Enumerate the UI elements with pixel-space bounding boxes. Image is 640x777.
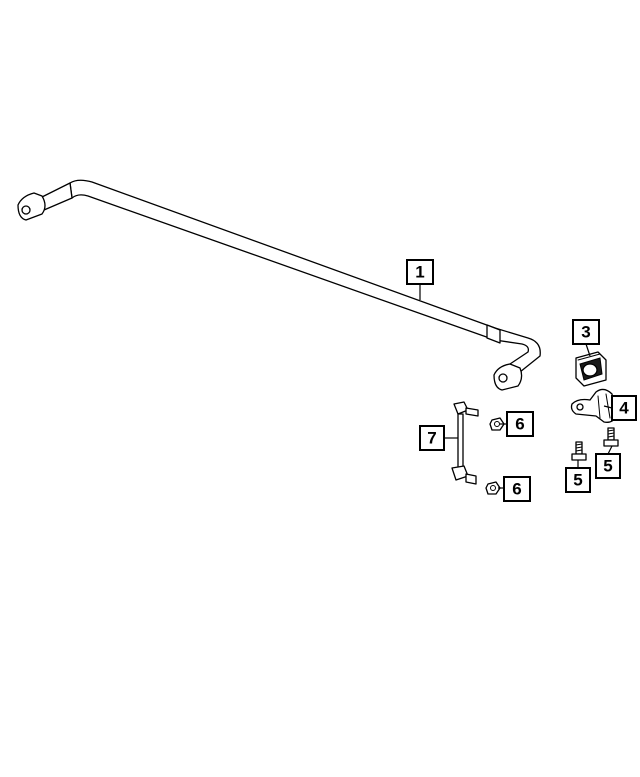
- nut-upper: [489, 417, 505, 431]
- callout-1: 1: [406, 259, 434, 285]
- callout-7: 7: [419, 425, 445, 451]
- leader-lines: [419, 284, 613, 489]
- callout-3-label: 3: [581, 323, 590, 342]
- callout-3: 3: [572, 319, 600, 345]
- callout-7-label: 7: [427, 429, 436, 448]
- callout-6-upper-label: 6: [515, 415, 524, 434]
- retainer-bracket: [570, 388, 617, 423]
- stabilizer-link: [451, 401, 479, 485]
- callout-4: 4: [611, 395, 637, 421]
- callout-6-upper: 6: [506, 411, 534, 437]
- bolt-right: [603, 427, 619, 447]
- callout-5-right: 5: [595, 453, 621, 479]
- callout-5-left-label: 5: [573, 471, 582, 490]
- callout-1-label: 1: [415, 263, 424, 282]
- callout-4-label: 4: [619, 399, 629, 418]
- bushing: [575, 351, 607, 387]
- nut-lower: [485, 481, 501, 495]
- callout-6-lower-label: 6: [512, 480, 521, 499]
- callout-5-left: 5: [565, 467, 591, 493]
- bolt-left: [571, 441, 587, 461]
- callout-6-lower: 6: [503, 476, 531, 502]
- stabilizer-bar: [17, 179, 541, 391]
- callout-5-right-label: 5: [603, 457, 612, 476]
